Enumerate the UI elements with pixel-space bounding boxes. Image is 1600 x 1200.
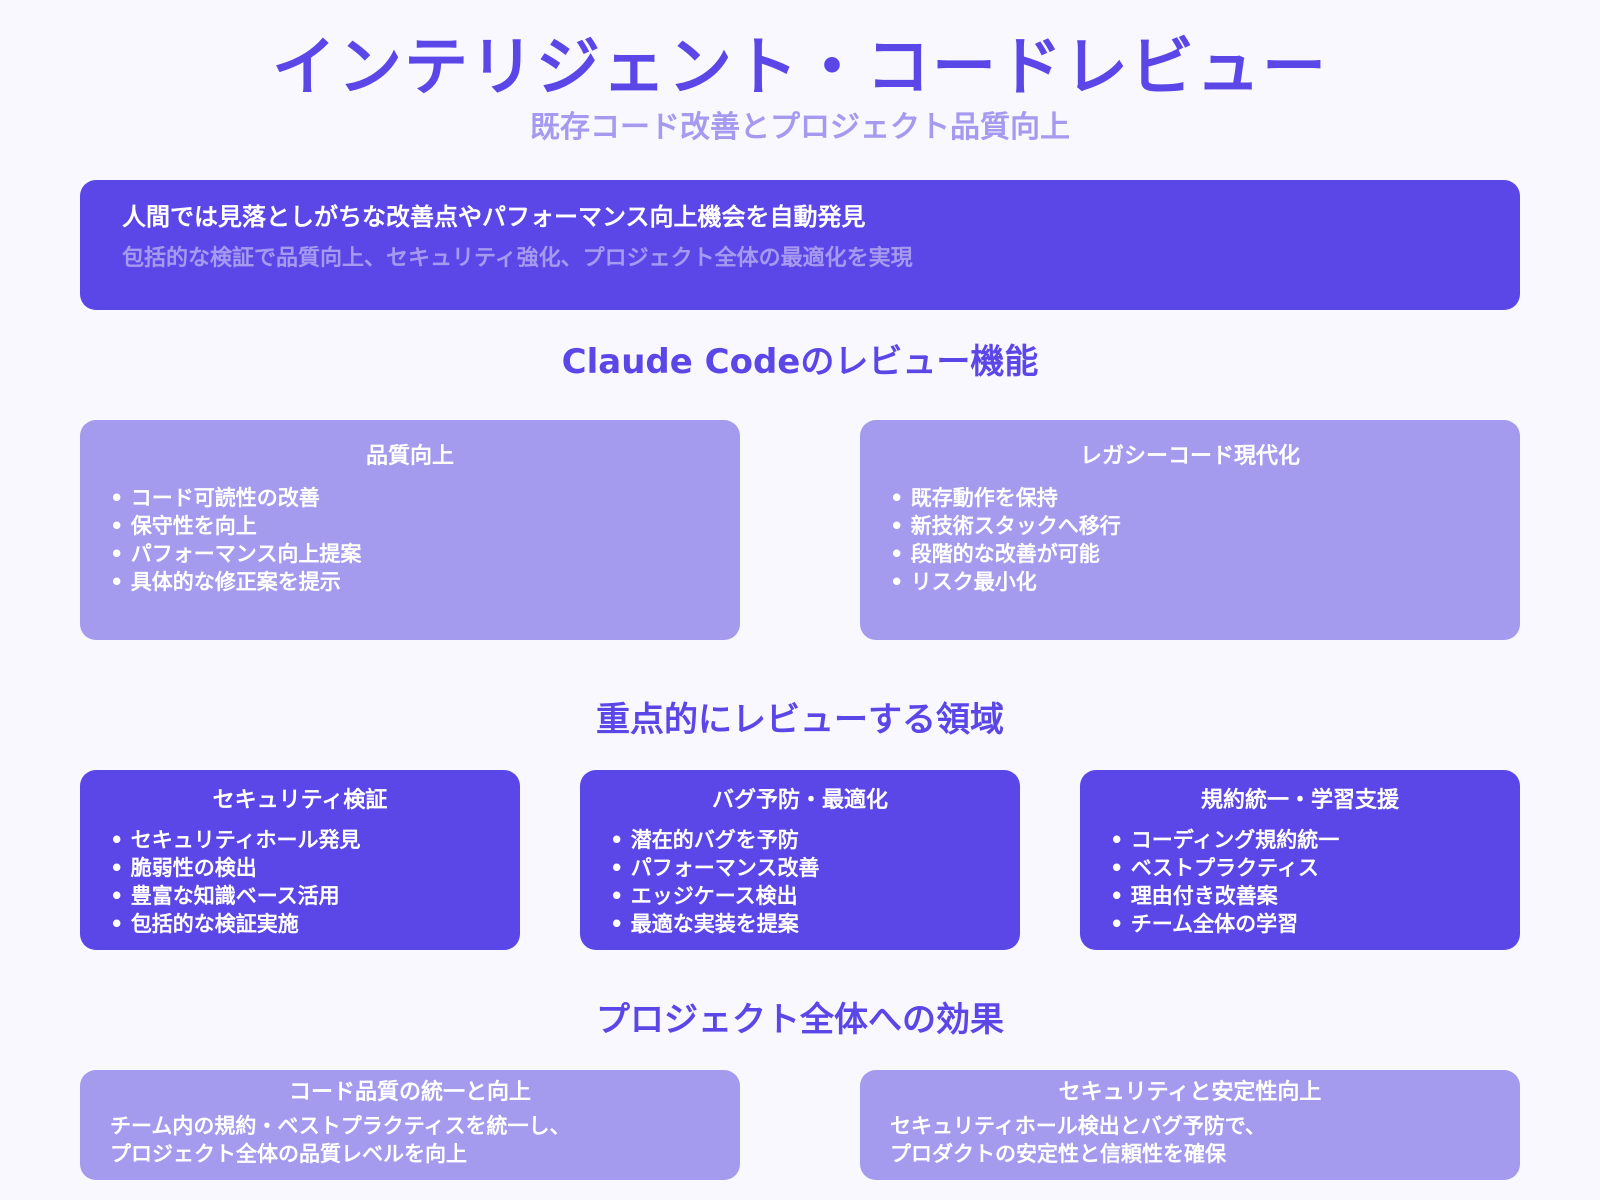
card-title: セキュリティ検証 [212, 788, 388, 813]
list-item: コード可読性の改善 [110, 484, 710, 512]
card-code-quality-unification: コード品質の統一と向上 チーム内の規約・ベストプラクティスを統一し、 プロジェク… [80, 1070, 740, 1180]
list-item: ベストプラクティス [1110, 854, 1490, 882]
page-title: インテリジェント・コードレビュー [272, 31, 1328, 105]
list-item: リスク最小化 [890, 568, 1490, 596]
list-item: セキュリティホール発見 [110, 826, 490, 854]
card-title: セキュリティと安定性向上 [1058, 1080, 1322, 1105]
page-subtitle: 既存コード改善とプロジェクト品質向上 [530, 110, 1070, 145]
hero-description: 包括的な検証で品質向上、セキュリティ強化、プロジェクト全体の最適化を実現 [122, 246, 913, 271]
section-title-review-features: Claude Codeのレビュー機能 [561, 342, 1039, 382]
card-list: セキュリティホール発見 脆弱性の検出 豊富な知識ベース活用 包括的な検証実施 [110, 826, 490, 938]
card-bug-prevention: バグ予防・最適化 潜在的バグを予防 パフォーマンス改善 エッジケース検出 最適な… [580, 770, 1020, 950]
list-item: 保守性を向上 [110, 512, 710, 540]
list-item: 理由付き改善案 [1110, 882, 1490, 910]
list-item: 最適な実装を提案 [610, 910, 990, 938]
list-item: 既存動作を保持 [890, 484, 1490, 512]
card-text-line: プロダクトの安定性と信頼性を確保 [890, 1142, 1226, 1166]
card-title: バグ予防・最適化 [711, 788, 888, 813]
card-list: 潜在的バグを予防 パフォーマンス改善 エッジケース検出 最適な実装を提案 [610, 826, 990, 938]
card-quality-improvement: 品質向上 コード可読性の改善 保守性を向上 パフォーマンス向上提案 具体的な修正… [80, 420, 740, 640]
hero-banner: 人間では見落としがちな改善点やパフォーマンス向上機会を自動発見 包括的な検証で品… [80, 180, 1520, 310]
card-list: コーディング規約統一 ベストプラクティス 理由付き改善案 チーム全体の学習 [1110, 826, 1490, 938]
list-item: パフォーマンス改善 [610, 854, 990, 882]
list-item: パフォーマンス向上提案 [110, 540, 710, 568]
list-item: コーディング規約統一 [1110, 826, 1490, 854]
section-title-focus-areas: 重点的にレビューする領域 [596, 700, 1004, 740]
card-list: コード可読性の改善 保守性を向上 パフォーマンス向上提案 具体的な修正案を提示 [110, 484, 710, 596]
card-title: 規約統一・学習支援 [1200, 788, 1399, 813]
list-item: 段階的な改善が可能 [890, 540, 1490, 568]
card-title: コード品質の統一と向上 [288, 1080, 531, 1105]
list-item: チーム全体の学習 [1110, 910, 1490, 938]
card-security-stability: セキュリティと安定性向上 セキュリティホール検出とバグ予防で、 プロダクトの安定… [860, 1070, 1520, 1180]
list-item: 包括的な検証実施 [110, 910, 490, 938]
card-legacy-modernization: レガシーコード現代化 既存動作を保持 新技術スタックへ移行 段階的な改善が可能 … [860, 420, 1520, 640]
card-text-line: チーム内の規約・ベストプラクティスを統一し、 [110, 1114, 571, 1138]
card-list: 既存動作を保持 新技術スタックへ移行 段階的な改善が可能 リスク最小化 [890, 484, 1490, 596]
card-title: レガシーコード現代化 [1079, 444, 1300, 469]
hero-headline: 人間では見落としがちな改善点やパフォーマンス向上機会を自動発見 [122, 203, 866, 231]
card-title: 品質向上 [365, 444, 454, 469]
card-text-line: セキュリティホール検出とバグ予防で、 [890, 1114, 1266, 1138]
list-item: 具体的な修正案を提示 [110, 568, 710, 596]
list-item: 豊富な知識ベース活用 [110, 882, 490, 910]
card-security-verification: セキュリティ検証 セキュリティホール発見 脆弱性の検出 豊富な知識ベース活用 包… [80, 770, 520, 950]
list-item: 脆弱性の検出 [110, 854, 490, 882]
card-text-line: プロジェクト全体の品質レベルを向上 [110, 1142, 467, 1166]
card-standards-learning: 規約統一・学習支援 コーディング規約統一 ベストプラクティス 理由付き改善案 チ… [1080, 770, 1520, 950]
list-item: 新技術スタックへ移行 [890, 512, 1490, 540]
section-title-project-effects: プロジェクト全体への効果 [596, 1000, 1004, 1040]
list-item: 潜在的バグを予防 [610, 826, 990, 854]
list-item: エッジケース検出 [610, 882, 990, 910]
